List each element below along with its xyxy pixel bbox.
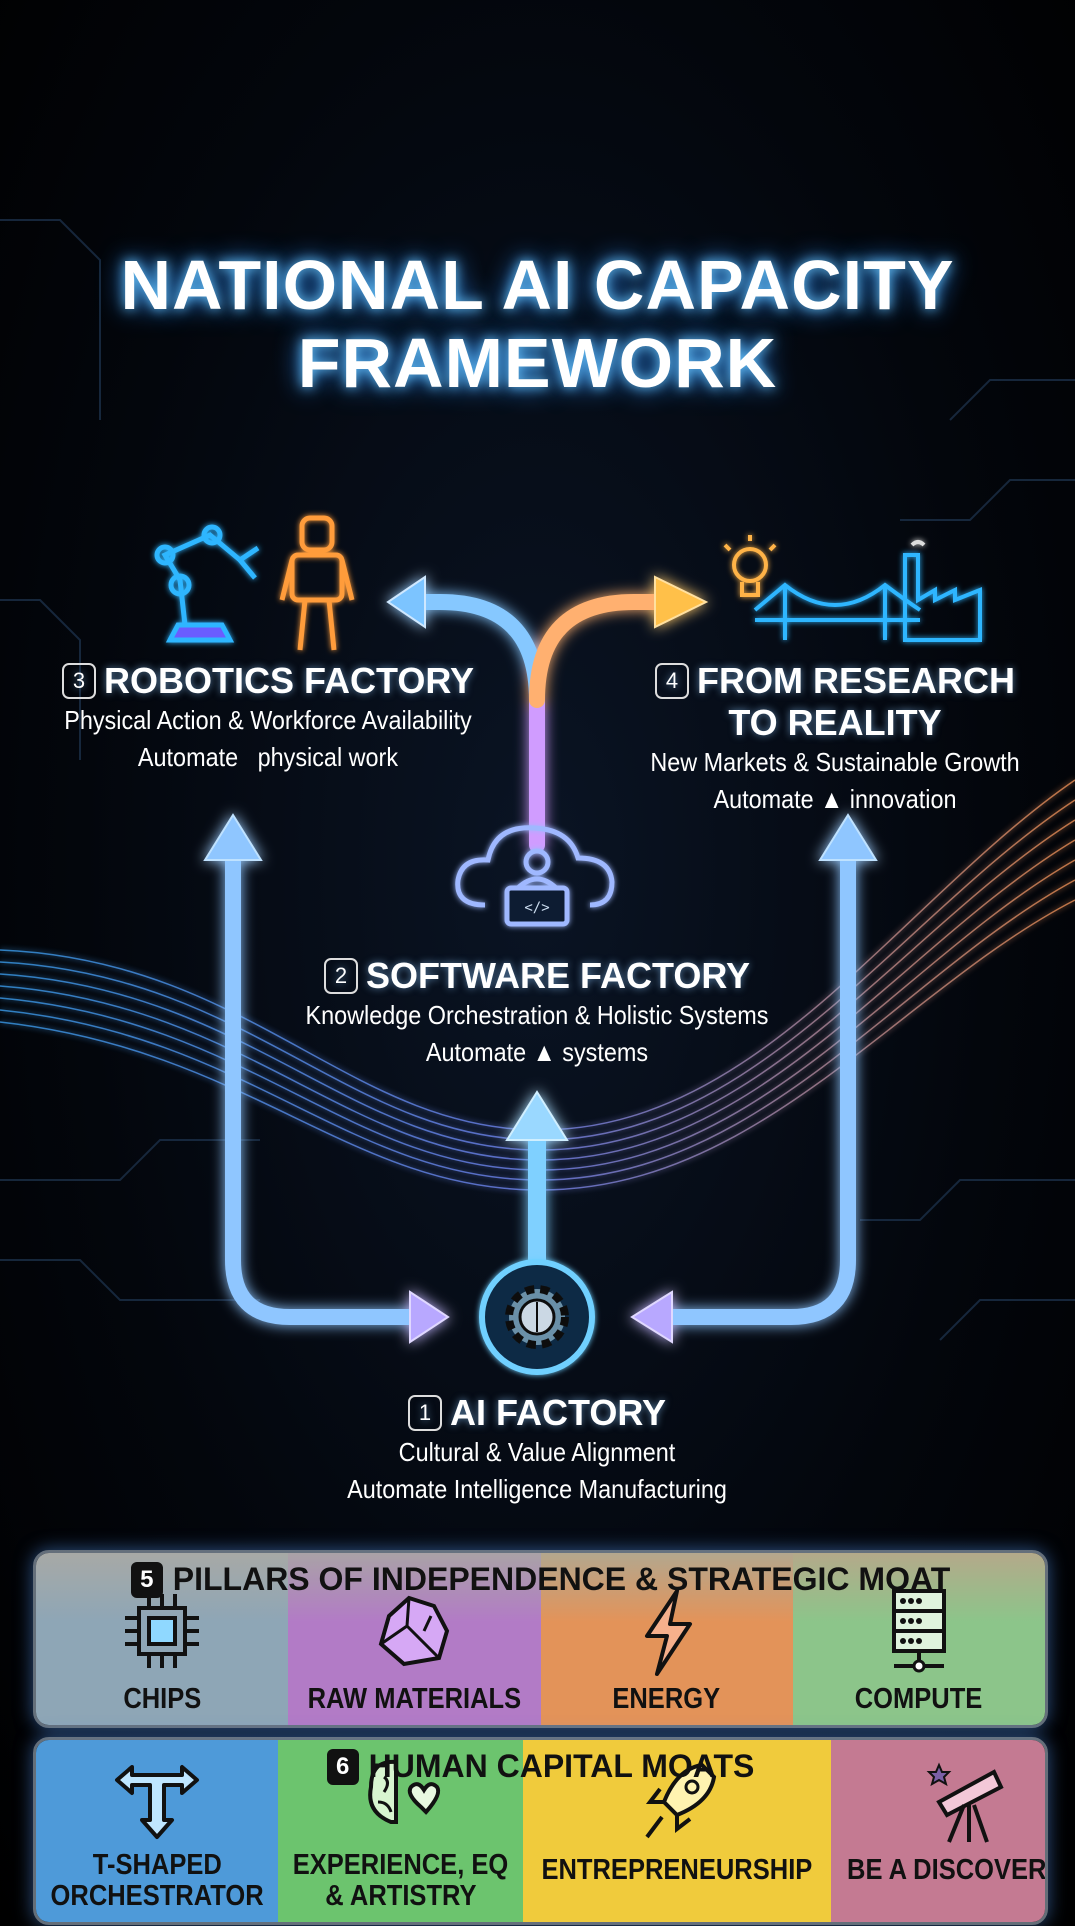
chip-icon (125, 1594, 200, 1668)
server-icon (891, 1589, 946, 1673)
pillar-raw-materials: RAW MATERIALS (288, 1553, 541, 1725)
arrowhead-to-ai-left (409, 1290, 450, 1344)
moat-label-line-1: T-SHAPED (92, 1849, 222, 1881)
title-line-1: NATIONAL AI CAPACITY (120, 246, 955, 324)
arrowhead-fork-left (386, 575, 426, 629)
brain-heart-icon (367, 1759, 440, 1824)
node-title: AI FACTORY (449, 1392, 667, 1433)
moat-label: ENTREPRENEURSHIP (541, 1854, 813, 1886)
human-capital-panel: T-SHAPED ORCHESTRATOR EXPERIENCE, EQ & A… (33, 1737, 1048, 1925)
node-title-line-2: TO REALITY (728, 702, 942, 743)
node-subtitle: Cultural & Value Alignment (398, 1437, 676, 1467)
telescope-icon (927, 1762, 1005, 1843)
arrowhead-fork-right (654, 575, 709, 629)
step-number-badge: 4 (654, 663, 689, 699)
arrow-research-to-ai (657, 852, 856, 1325)
moat-t-shaped-orchestrator: T-SHAPED ORCHESTRATOR (36, 1740, 279, 1922)
rocket-icon (645, 1762, 717, 1839)
pillar-energy: ENERGY (540, 1553, 793, 1725)
arrowhead-research-up (818, 813, 878, 861)
node-title: SOFTWARE FACTORY (365, 955, 750, 996)
humanoid-robot-icon (279, 515, 355, 651)
moat-entrepreneurship: ENTREPRENEURSHIP (523, 1740, 831, 1922)
arrowhead-software-up (505, 1090, 569, 1141)
node-subtitle: Physical Action & Workforce Availability (64, 705, 472, 735)
arrow-ai-to-robotics (225, 852, 428, 1325)
moat-label-line-1: EXPERIENCE, EQ (292, 1849, 509, 1881)
node-subtitle: Knowledge Orchestration & Holistic Syste… (305, 1000, 769, 1030)
robot-arm-icon (154, 524, 260, 643)
node-subtitle: New Markets & Sustainable Growth (650, 747, 1020, 777)
flow-arrows (203, 575, 878, 1344)
pillar-label: ENERGY (612, 1683, 721, 1715)
node-automate-line: Automate ▲ systems (425, 1037, 649, 1067)
node-automate-line: Automate ▲ innovation (713, 784, 957, 814)
svg-text:</>: </> (524, 900, 549, 916)
page-title: NATIONAL AI CAPACITY FRAMEWORK (0, 246, 1075, 402)
pillar-label: CHIPS (123, 1683, 202, 1715)
rock-icon (379, 1595, 450, 1667)
step-number-badge: 5 (130, 1561, 163, 1598)
moat-label: BE A DISCOVERER (846, 1854, 1047, 1886)
cloud-coder-icon: </> (455, 825, 615, 927)
lightbulb-icon (723, 535, 777, 597)
step-number-badge: 6 (326, 1748, 359, 1785)
pillar-label: RAW MATERIALS (307, 1683, 522, 1715)
moat-label-line-2: & ARTISTRY (325, 1880, 477, 1912)
brain-gear-icon (479, 1259, 595, 1375)
title-line-2: FRAMEWORK (297, 324, 778, 402)
step-number-badge: 3 (61, 663, 96, 699)
node-automate-line: Automate physical work (137, 742, 399, 772)
moat-be-a-discoverer: BE A DISCOVERER (830, 1740, 1047, 1922)
step-number-badge: 1 (407, 1395, 442, 1431)
node-automate-line: Automate Intelligence Manufacturing (347, 1474, 727, 1504)
node-title: ROBOTICS FACTORY (103, 660, 475, 701)
arrow-fork-right (529, 594, 668, 708)
human-capital-title-text: HUMAN CAPITAL MOATS (368, 1748, 755, 1784)
moat-label-line-2: ORCHESTRATOR (50, 1880, 264, 1912)
node-title-line-1: FROM RESEARCH (696, 660, 1015, 701)
arrowhead-robotics-up (203, 813, 263, 861)
pillars-title-text: PILLARS OF INDEPENDENCE & STRATEGIC MOAT (172, 1561, 951, 1597)
moat-experience-eq-artistry: EXPERIENCE, EQ & ARTISTRY (278, 1740, 524, 1922)
arrowhead-to-ai-right (630, 1290, 673, 1344)
lightning-icon (644, 1589, 692, 1676)
pillar-compute: COMPUTE (792, 1553, 1045, 1725)
bridge-icon (753, 582, 922, 640)
factory-icon (903, 540, 982, 642)
circuit-lines (0, 219, 1075, 1341)
t-arrows-icon (115, 1765, 200, 1839)
pillar-label: COMPUTE (855, 1683, 983, 1715)
step-number-badge: 2 (323, 958, 358, 994)
